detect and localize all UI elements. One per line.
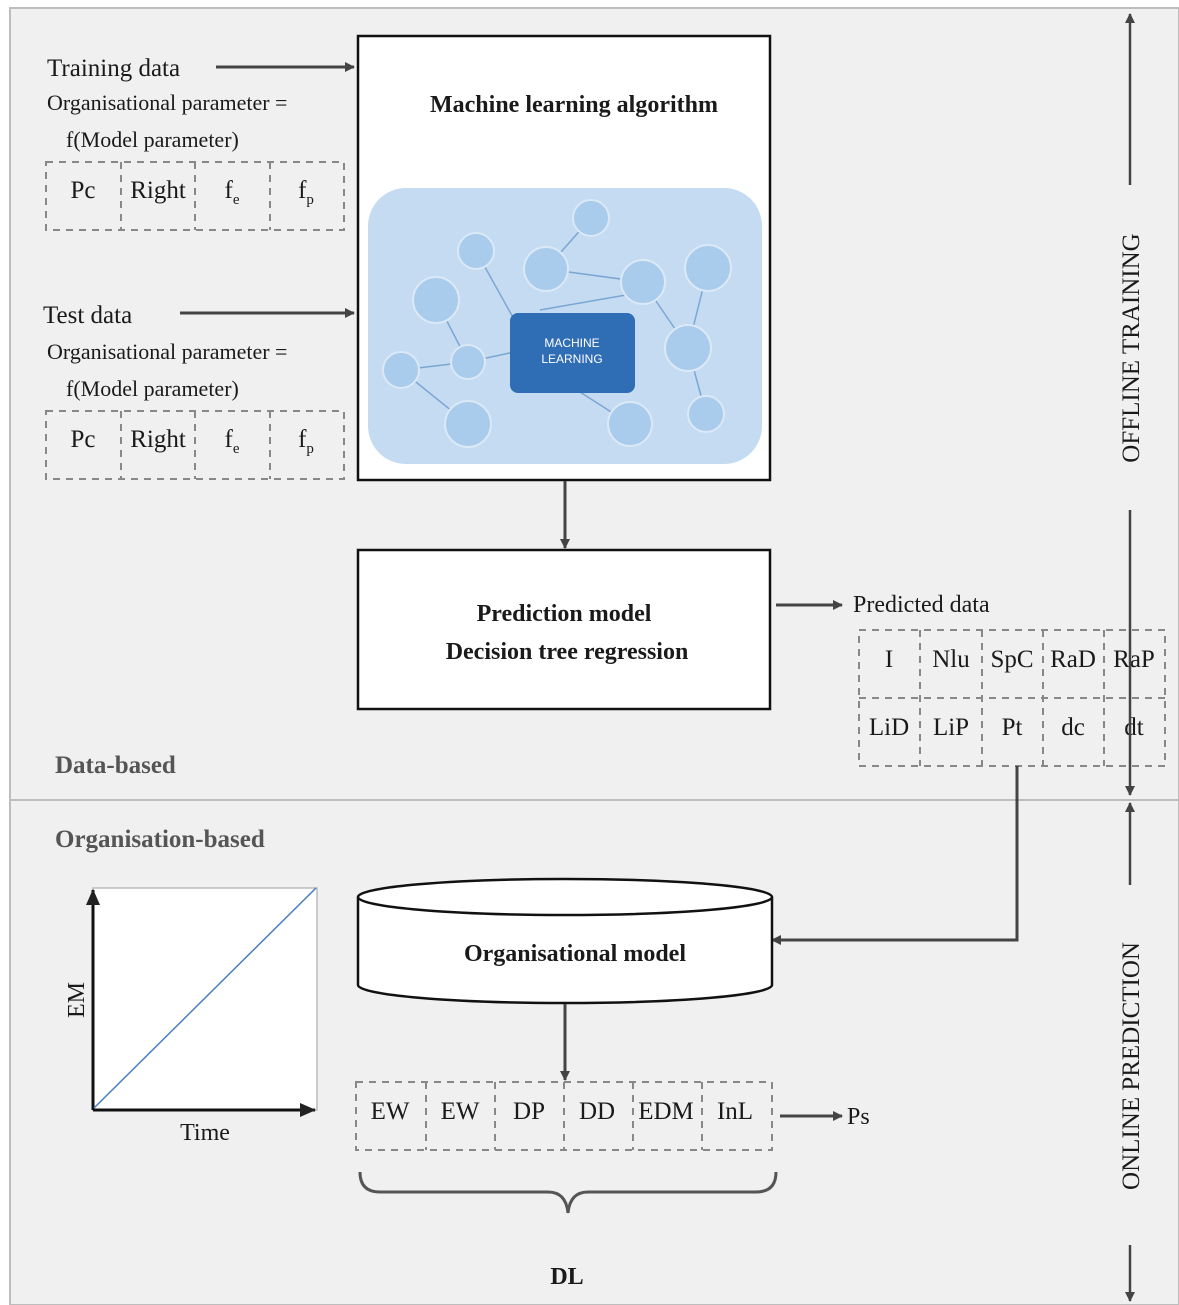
ps-output-label: Ps: [847, 1104, 870, 1130]
online-prediction-label: ONLINE PREDICTION: [1118, 942, 1145, 1190]
predicted-cell: RaP: [1113, 646, 1155, 673]
offline-training-label: OFFLINE TRAINING: [1118, 233, 1145, 462]
training-cell-pc: Pc: [71, 177, 96, 204]
ml-center-label-line1: MACHINE: [544, 336, 599, 350]
training-param-line1: Organisational parameter =: [47, 90, 287, 115]
ml-network-nodes: [382, 199, 732, 448]
predicted-cell: Pt: [1002, 714, 1023, 741]
test-param-line2: f(Model parameter): [66, 376, 239, 401]
dl-brace: [358, 1171, 778, 1214]
organisation-based-label: Organisation-based: [55, 826, 265, 853]
test-cell-fp-sub: p: [306, 441, 314, 457]
network-node: [664, 324, 712, 372]
em-axis-label: EM: [64, 982, 90, 1018]
predicted-cell: SpC: [990, 646, 1033, 673]
network-node: [412, 276, 460, 324]
ml-center-label-line2: LEARNING: [541, 352, 602, 366]
dl-cell: DP: [513, 1098, 545, 1125]
predicted-cell: dt: [1124, 714, 1144, 741]
organisational-model-cylinder: [356, 897, 774, 1005]
predicted-to-model-connector: [771, 766, 1019, 945]
dl-cell: EW: [441, 1098, 480, 1125]
dl-cell: InL: [717, 1098, 753, 1125]
network-node: [684, 244, 732, 292]
test-cell-right: Right: [130, 426, 186, 453]
test-cell-pc: Pc: [71, 426, 96, 453]
organisational-model-cylinder-top: [356, 877, 774, 917]
time-axis-label: Time: [180, 1120, 230, 1146]
dl-cell: EDM: [638, 1098, 694, 1125]
training-cell-fp-sub: p: [306, 192, 314, 208]
prediction-model-line1: Prediction model: [477, 601, 652, 627]
test-data-title: Test data: [43, 302, 132, 329]
prediction-model-box: [356, 548, 772, 711]
organisational-model-title: Organisational model: [464, 941, 686, 967]
ml-algorithm-title: Machine learning algorithm: [430, 92, 718, 118]
em-time-line: [93, 887, 317, 1109]
predicted-cell: Nlu: [932, 646, 970, 673]
network-node: [607, 401, 653, 447]
predicted-cell: dc: [1061, 714, 1085, 741]
dl-brace-label: DL: [550, 1264, 583, 1290]
network-node: [572, 199, 610, 237]
network-node: [620, 259, 666, 305]
network-node: [382, 351, 420, 389]
network-node: [450, 344, 486, 380]
dl-cell: EW: [371, 1098, 410, 1125]
training-data-title: Training data: [47, 55, 180, 82]
predicted-cell: RaD: [1050, 646, 1096, 673]
prediction-model-line2: Decision tree regression: [446, 639, 689, 665]
test-param-line1: Organisational parameter =: [47, 339, 287, 364]
dl-cell: DD: [579, 1098, 615, 1125]
network-node: [523, 246, 569, 292]
predicted-cell: LiP: [933, 714, 969, 741]
network-node: [444, 400, 492, 448]
predicted-data-title: Predicted data: [853, 592, 990, 618]
predicted-cell: LiD: [869, 714, 909, 741]
network-node: [457, 232, 495, 270]
predicted-cell: I: [885, 646, 893, 673]
training-cell-right: Right: [130, 177, 186, 204]
data-based-label: Data-based: [55, 752, 176, 779]
network-node: [687, 395, 725, 433]
training-param-line2: f(Model parameter): [66, 127, 239, 152]
test-cell-fe-sub: e: [233, 441, 240, 457]
ml-center-block: [510, 313, 635, 393]
training-cell-fe-sub: e: [233, 192, 240, 208]
